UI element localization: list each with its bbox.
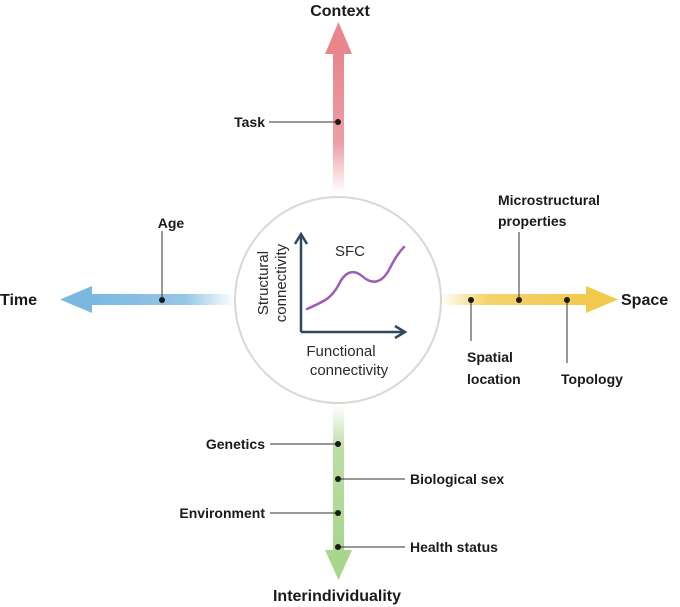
y-axis-label: Structural connectivity: [255, 243, 290, 322]
inner-plot-axes: [293, 231, 408, 340]
time-axis-arrow: [60, 286, 235, 313]
health-status-label: Health status: [410, 539, 498, 555]
genetics-marker: [335, 441, 341, 447]
microstructural-label-line2: properties: [498, 213, 567, 229]
topology-marker: [564, 297, 570, 303]
age-marker: [159, 297, 165, 303]
task-marker: [335, 119, 341, 125]
health-status-marker: [335, 544, 341, 550]
sfc-curve-label: SFC: [335, 243, 365, 260]
age-label: Age: [158, 215, 185, 231]
biological-sex-label: Biological sex: [410, 471, 504, 487]
y-axis-label-line1: Structural: [255, 251, 272, 315]
context-title: Context: [310, 3, 370, 20]
space-title: Space: [621, 292, 668, 309]
y-axis-label-line2: connectivity: [273, 243, 290, 322]
interindividuality-axis-arrow: [325, 405, 352, 580]
sfc-curve: [305, 245, 406, 311]
time-title: Time: [0, 292, 37, 309]
spatial-location-label-line2: location: [467, 371, 521, 387]
microstructural-label-line1: Microstructural: [498, 192, 600, 208]
space-axis-arrow: [440, 286, 618, 313]
genetics-label: Genetics: [206, 436, 265, 452]
microstructural-properties-marker: [516, 297, 522, 303]
interindividuality-title: Interindividuality: [273, 588, 401, 605]
topology-label: Topology: [561, 371, 623, 387]
context-axis-arrow: [325, 22, 352, 192]
x-axis-label-line2: connectivity: [310, 362, 389, 379]
environment-marker: [335, 510, 341, 516]
biological-sex-marker: [335, 476, 341, 482]
spatial-location-marker: [468, 297, 474, 303]
environment-label: Environment: [179, 505, 265, 521]
x-axis-label-line1: Functional: [306, 343, 375, 360]
center-circle: [234, 196, 442, 404]
spatial-location-label-line1: Spatial: [467, 349, 513, 365]
task-label: Task: [234, 114, 265, 130]
